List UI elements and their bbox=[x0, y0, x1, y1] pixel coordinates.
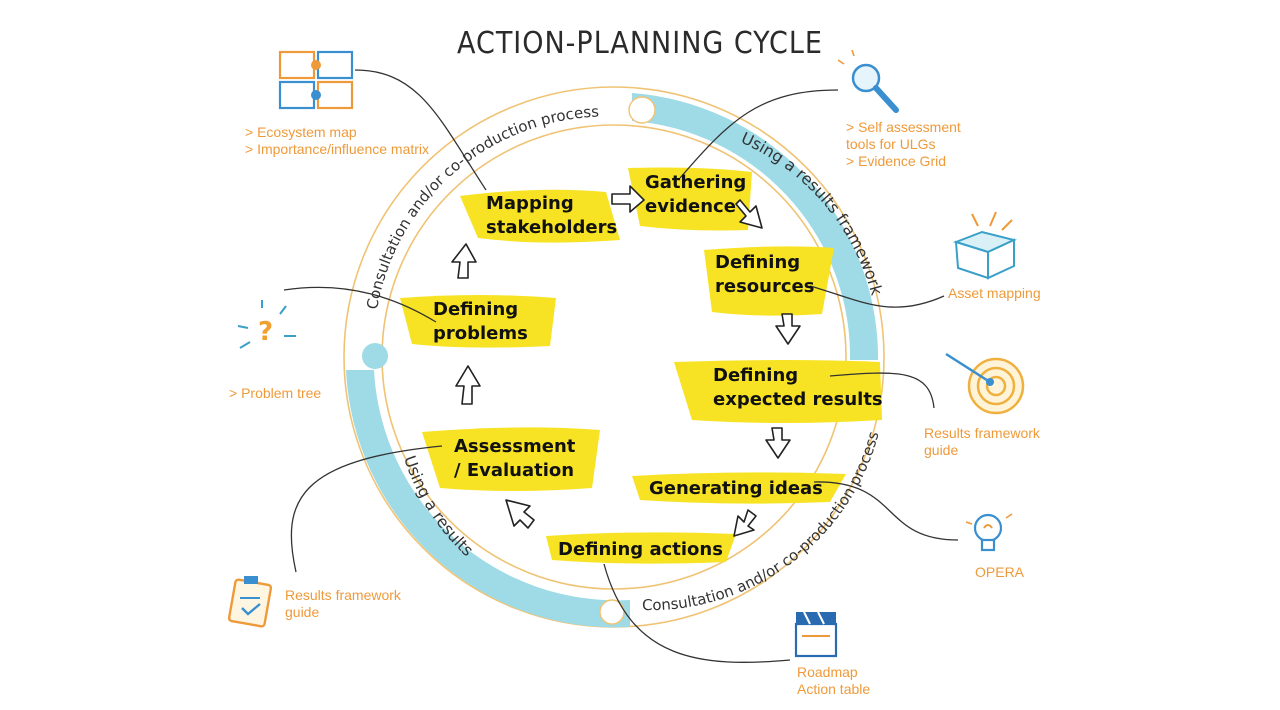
highlight-gathering bbox=[628, 167, 752, 231]
step-mapping-stakeholders: Mapping stakeholders bbox=[486, 193, 618, 238]
clipboard-icon bbox=[227, 576, 273, 628]
tool-label-opera: OPERA bbox=[975, 564, 1025, 580]
arrow-gathering-to-resources bbox=[735, 199, 763, 229]
results-framework-band bbox=[346, 93, 879, 628]
box-icon bbox=[952, 211, 1017, 280]
step-defining-problems: Defining problems bbox=[433, 299, 528, 344]
clapperboard-icon bbox=[794, 611, 838, 658]
tool-label-asset-mapping: Asset mapping bbox=[948, 285, 1041, 301]
target-icon bbox=[945, 352, 1025, 415]
tool-label-roadmap: Roadmap Action table bbox=[797, 664, 871, 697]
step-assessment-evaluation: Assessment / Evaluation bbox=[454, 436, 576, 481]
tool-label-problem-tree: > Problem tree bbox=[229, 385, 322, 401]
step-defining-actions: Defining actions bbox=[558, 539, 723, 560]
highlight-resources bbox=[704, 246, 834, 316]
step-defining-expected-results: Defining expected results bbox=[713, 365, 883, 410]
arrow-actions-to-assessment bbox=[505, 499, 535, 529]
step-generating-ideas: Generating ideas bbox=[649, 478, 823, 499]
magnifier-icon bbox=[837, 49, 899, 113]
highlight-problems bbox=[400, 295, 556, 348]
arrow-expected-to-ideas bbox=[765, 427, 791, 459]
arrow-ideas-to-actions bbox=[733, 509, 757, 537]
page-title: ACTION-PLANNING CYCLE bbox=[457, 26, 823, 62]
lightbulb-icon bbox=[965, 513, 1013, 552]
highlight-assessment bbox=[422, 427, 600, 491]
svg-text:?: ? bbox=[258, 317, 273, 347]
tool-label-results-guide-left: Results framework guide bbox=[285, 587, 401, 620]
arrow-resources-to-expected bbox=[775, 313, 801, 345]
tool-label-results-guide-right: Results framework guide bbox=[924, 425, 1040, 458]
highlight-actions bbox=[546, 532, 736, 564]
step-gathering-evidence: Gathering evidence bbox=[645, 172, 747, 217]
step-defining-resources: Defining resources bbox=[715, 252, 815, 297]
puzzle-icon bbox=[278, 50, 354, 110]
tool-label-self-assessment: > Self assessment tools for ULGs > Evide… bbox=[846, 119, 961, 169]
highlight-ideas bbox=[632, 472, 846, 504]
cycle-arrows bbox=[451, 185, 801, 537]
highlight-mapping bbox=[460, 189, 620, 243]
tool-label-ecosystem: > Ecosystem map > Importance/influence m… bbox=[245, 124, 430, 157]
arrow-problems-to-mapping bbox=[451, 243, 477, 279]
tool-connectors bbox=[283, 69, 959, 663]
arrow-mapping-to-gathering bbox=[611, 185, 645, 213]
question-icon: ? bbox=[237, 300, 296, 349]
ring-label-consultation-bottom: Consultation and/or co-production proces… bbox=[642, 429, 883, 614]
arrow-assessment-to-problems bbox=[455, 365, 481, 405]
